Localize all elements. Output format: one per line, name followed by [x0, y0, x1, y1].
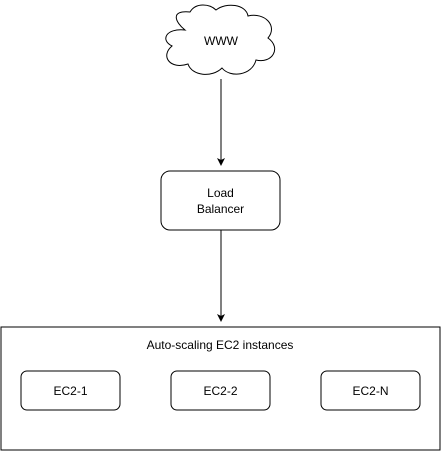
ec2-instance-node: EC2-N [320, 370, 421, 411]
load-balancer-label-line1: Load [207, 186, 234, 200]
load-balancer-box [160, 170, 281, 231]
ec2-instance-label: EC2-1 [53, 384, 87, 398]
load-balancer-node: Load Balancer [160, 170, 281, 231]
ec2-instance-box [320, 370, 421, 411]
ec2-instance-box [170, 370, 271, 411]
cloud-icon [165, 4, 276, 75]
internet-cloud-node: WWW [165, 4, 276, 75]
ec2-instance-box [20, 370, 121, 411]
ec2-instance-label: EC2-2 [203, 384, 237, 398]
ec2-instance-node: EC2-2 [170, 370, 271, 411]
ec2-instance-node: EC2-1 [20, 370, 121, 411]
load-balancer-label-line2: Balancer [197, 202, 244, 216]
internet-label: WWW [204, 34, 239, 48]
ec2-instance-label: EC2-N [352, 384, 388, 398]
autoscaling-group-title: Auto-scaling EC2 instances [147, 338, 294, 352]
autoscaling-group: Auto-scaling EC2 instances EC2-1 EC2-2 E… [0, 326, 441, 451]
